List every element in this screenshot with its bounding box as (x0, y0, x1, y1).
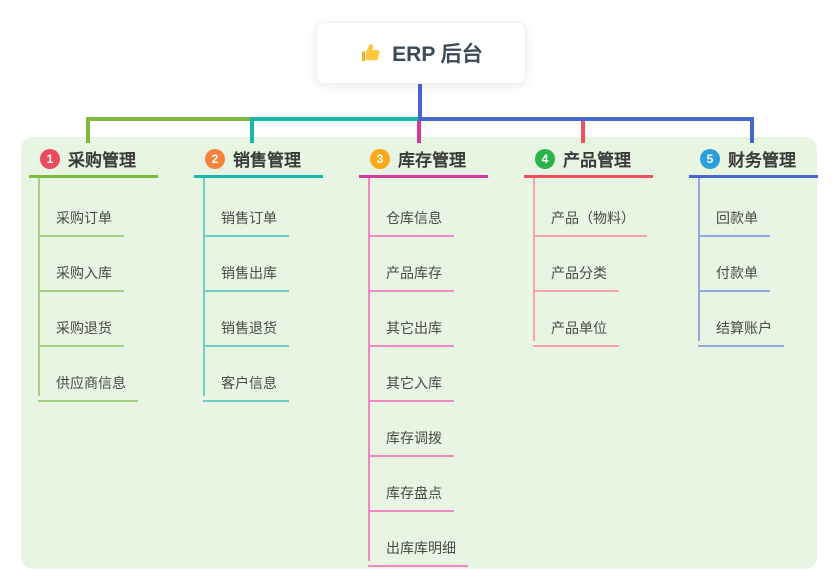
branch-heading-inventory[interactable]: 3 库存管理 (359, 142, 488, 178)
branch-number-badge: 5 (700, 148, 720, 169)
root-node[interactable]: ERP 后台 (316, 22, 526, 84)
branch-number-badge: 1 (40, 148, 60, 169)
root-connector-line (418, 82, 422, 121)
node-purchase-inbound[interactable]: 采购入库 (38, 253, 124, 292)
node-stock-transfer[interactable]: 库存调拨 (368, 418, 454, 457)
node-warehouse-info[interactable]: 仓库信息 (368, 198, 454, 237)
mindmap-panel (21, 137, 817, 569)
branch-trunk-line (533, 178, 535, 341)
branch-number-badge: 3 (370, 148, 390, 169)
thumbs-up-icon (359, 41, 383, 65)
branch5-drop-line (750, 117, 754, 143)
node-product-category[interactable]: 产品分类 (533, 253, 619, 292)
branch-title: 采购管理 (68, 151, 136, 170)
branch5-connector-line (418, 117, 754, 121)
root-title: ERP 后台 (392, 43, 483, 66)
branch-title: 财务管理 (728, 151, 796, 170)
branch1-connector-line (86, 117, 252, 121)
branch-trunk-line (38, 178, 40, 396)
node-receipt-bill[interactable]: 回款单 (698, 198, 770, 237)
branch3-drop-line (417, 121, 421, 143)
node-sales-outbound[interactable]: 销售出库 (203, 253, 289, 292)
branch-title: 库存管理 (398, 151, 466, 170)
node-customer-info[interactable]: 客户信息 (203, 363, 289, 402)
branch-heading-product[interactable]: 4 产品管理 (524, 142, 653, 178)
branch-number-badge: 2 (205, 148, 225, 169)
branch2-connector-line (252, 117, 418, 121)
node-outbound-detail[interactable]: 出库库明细 (368, 528, 468, 567)
branch-heading-finance[interactable]: 5 财务管理 (689, 142, 818, 178)
branch4-drop-line (581, 121, 585, 143)
node-purchase-order[interactable]: 采购订单 (38, 198, 124, 237)
branch2-drop-line (250, 117, 254, 143)
node-supplier-info[interactable]: 供应商信息 (38, 363, 138, 402)
node-product-material[interactable]: 产品（物料） (533, 198, 647, 237)
branch-heading-sales[interactable]: 2 销售管理 (194, 142, 323, 178)
branch-trunk-line (203, 178, 205, 396)
node-sales-return[interactable]: 销售退货 (203, 308, 289, 347)
branch-title: 销售管理 (233, 151, 301, 170)
node-sales-order[interactable]: 销售订单 (203, 198, 289, 237)
node-purchase-return[interactable]: 采购退货 (38, 308, 124, 347)
branch-number-badge: 4 (535, 148, 555, 169)
node-settlement-account[interactable]: 结算账户 (698, 308, 784, 347)
branch-trunk-line (368, 178, 370, 561)
node-product-stock[interactable]: 产品库存 (368, 253, 454, 292)
node-payment-bill[interactable]: 付款单 (698, 253, 770, 292)
branch-trunk-line (698, 178, 700, 341)
node-other-inbound[interactable]: 其它入库 (368, 363, 454, 402)
node-stock-taking[interactable]: 库存盘点 (368, 473, 454, 512)
node-other-outbound[interactable]: 其它出库 (368, 308, 454, 347)
branch-title: 产品管理 (563, 151, 631, 170)
node-product-unit[interactable]: 产品单位 (533, 308, 619, 347)
branch-heading-purchase[interactable]: 1 采购管理 (29, 142, 158, 178)
branch1-drop-line (86, 117, 90, 143)
